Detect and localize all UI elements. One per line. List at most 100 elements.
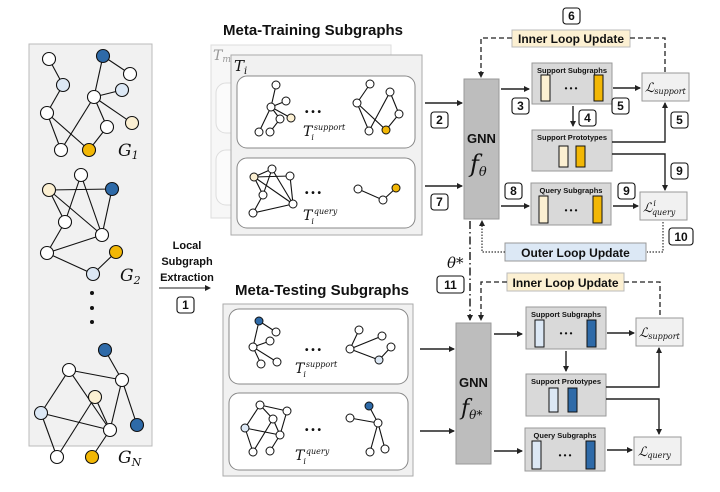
embedding-bar [534,319,545,348]
arrow-prototypes-to-loss-support [612,102,668,143]
node [33,405,49,421]
train-support-box [236,75,416,149]
graph-gn: GN [33,342,145,469]
meta-testing-title: Meta-Testing Subgraphs [235,282,409,299]
embedding-bar [538,195,549,224]
test-support-label: Tisupport [295,360,338,379]
inner-loop-label-test: Inner Loop Update [513,276,619,290]
step-number-4: 4 [584,111,591,125]
embedding-bar [592,195,603,224]
step-badge-4 [578,109,597,127]
step-badge-3 [511,97,530,115]
ellipsis: • • • [305,107,322,118]
step-badge-1 [176,296,195,314]
support-subgraphs-label-train: Support Subgraphs [537,66,607,75]
prototype-bar [548,387,559,413]
graph-label-g2: G2 [120,266,141,287]
node [86,89,102,105]
outer-loop-line [647,222,664,253]
support-prototypes-label-train: Support Prototypes [537,133,607,142]
support-prototypes-train [531,129,613,172]
step-number-3: 3 [517,99,524,113]
local-subgraph-extraction: Local Subgraph Extraction 1 [159,240,214,314]
node [114,82,130,98]
arrow-prototypes-to-loss-support-test [606,347,662,388]
task-back-label: Tm [213,48,231,65]
loss-support-test [635,317,684,347]
outer-loop-label: Outer Loop Update [521,246,630,260]
node [104,181,120,197]
inner-loop-arrow-train [478,37,512,78]
node [99,119,115,135]
node [108,244,124,260]
loss-support-label-train: ℒsupport [645,81,687,96]
step-number-2: 2 [436,113,443,127]
prototype-bar [558,145,569,168]
ellipsis: • • • [565,206,578,215]
step-badge-8 [504,182,523,200]
step-number-9: 9 [623,184,630,198]
node [85,266,101,282]
train-query-box [236,157,416,229]
support-prototypes-label-test: Support Prototypes [531,377,601,386]
ellipsis: • • • [305,345,322,356]
node [57,214,73,230]
node [41,51,57,67]
step-number-10: 10 [674,230,688,244]
embedding-bar [540,74,551,102]
step-badge-10 [668,227,694,246]
arrow-prototypes-to-loss-query [612,153,668,191]
node [114,372,130,388]
subgraph [352,79,404,136]
training-pipeline: 2 7 GNN fθ 6 Inner Loop Update 3 Support… [425,7,694,262]
step-badge-2 [430,111,449,129]
step-badge-9a [617,182,636,200]
step-number-6: 6 [568,9,575,23]
loss-query-test [633,436,682,466]
embedding-bar [586,319,597,348]
loss-support-train [641,72,690,102]
step-badge-5a [611,97,630,115]
step-badge-5b [670,111,689,129]
support-subgraphs-label-test: Support Subgraphs [531,310,601,319]
ellipsis: • • • [565,84,578,93]
step-number-5: 5 [676,113,683,127]
theta-transfer: θ* 11 [436,221,473,321]
graph-label-gn: GN [118,448,142,469]
subgraph [248,164,298,218]
inner-loop-line-test [624,281,661,316]
extraction-label-line1: Local [173,240,202,252]
ellipsis: • • • [305,188,322,199]
query-subgraphs-label-train: Query Subgraphs [540,186,603,195]
testing-pipeline: GNN fθ* Inner Loop Update Support Subgra… [420,272,684,472]
subgraph [345,401,390,457]
subgraph [254,80,296,137]
theta-star-label: θ* [447,254,464,272]
ellipsis: • • • [305,425,322,436]
subgraph [240,400,292,457]
node [53,142,69,158]
gnn-block-test [455,322,492,465]
ellipsis: • • • [560,329,573,338]
step-number-8: 8 [510,184,517,198]
inner-loop-line-train [630,37,666,72]
node [97,342,113,358]
inner-loop-label-train: Inner Loop Update [518,32,624,46]
node [49,449,65,465]
graph-label-g1: G1 [118,141,139,162]
embedding-bar [531,440,542,470]
task-front-label: Ti [234,57,247,77]
meta-training-title: Meta-Training Subgraphs [223,22,403,39]
outer-loop-arrow [479,220,505,253]
node [87,389,103,405]
step-number-9: 9 [676,164,683,178]
train-support-label: Tisupport [303,123,346,142]
step-number-5: 5 [617,99,624,113]
meta-training-section: Meta-Training Subgraphs Tm Ti • • • [210,22,423,236]
arrow-prototypes-to-loss-query-test [606,398,662,435]
support-prototypes-test [525,373,607,417]
test-query-label: Tiquery [295,447,330,466]
step-badge-9b [670,162,689,180]
